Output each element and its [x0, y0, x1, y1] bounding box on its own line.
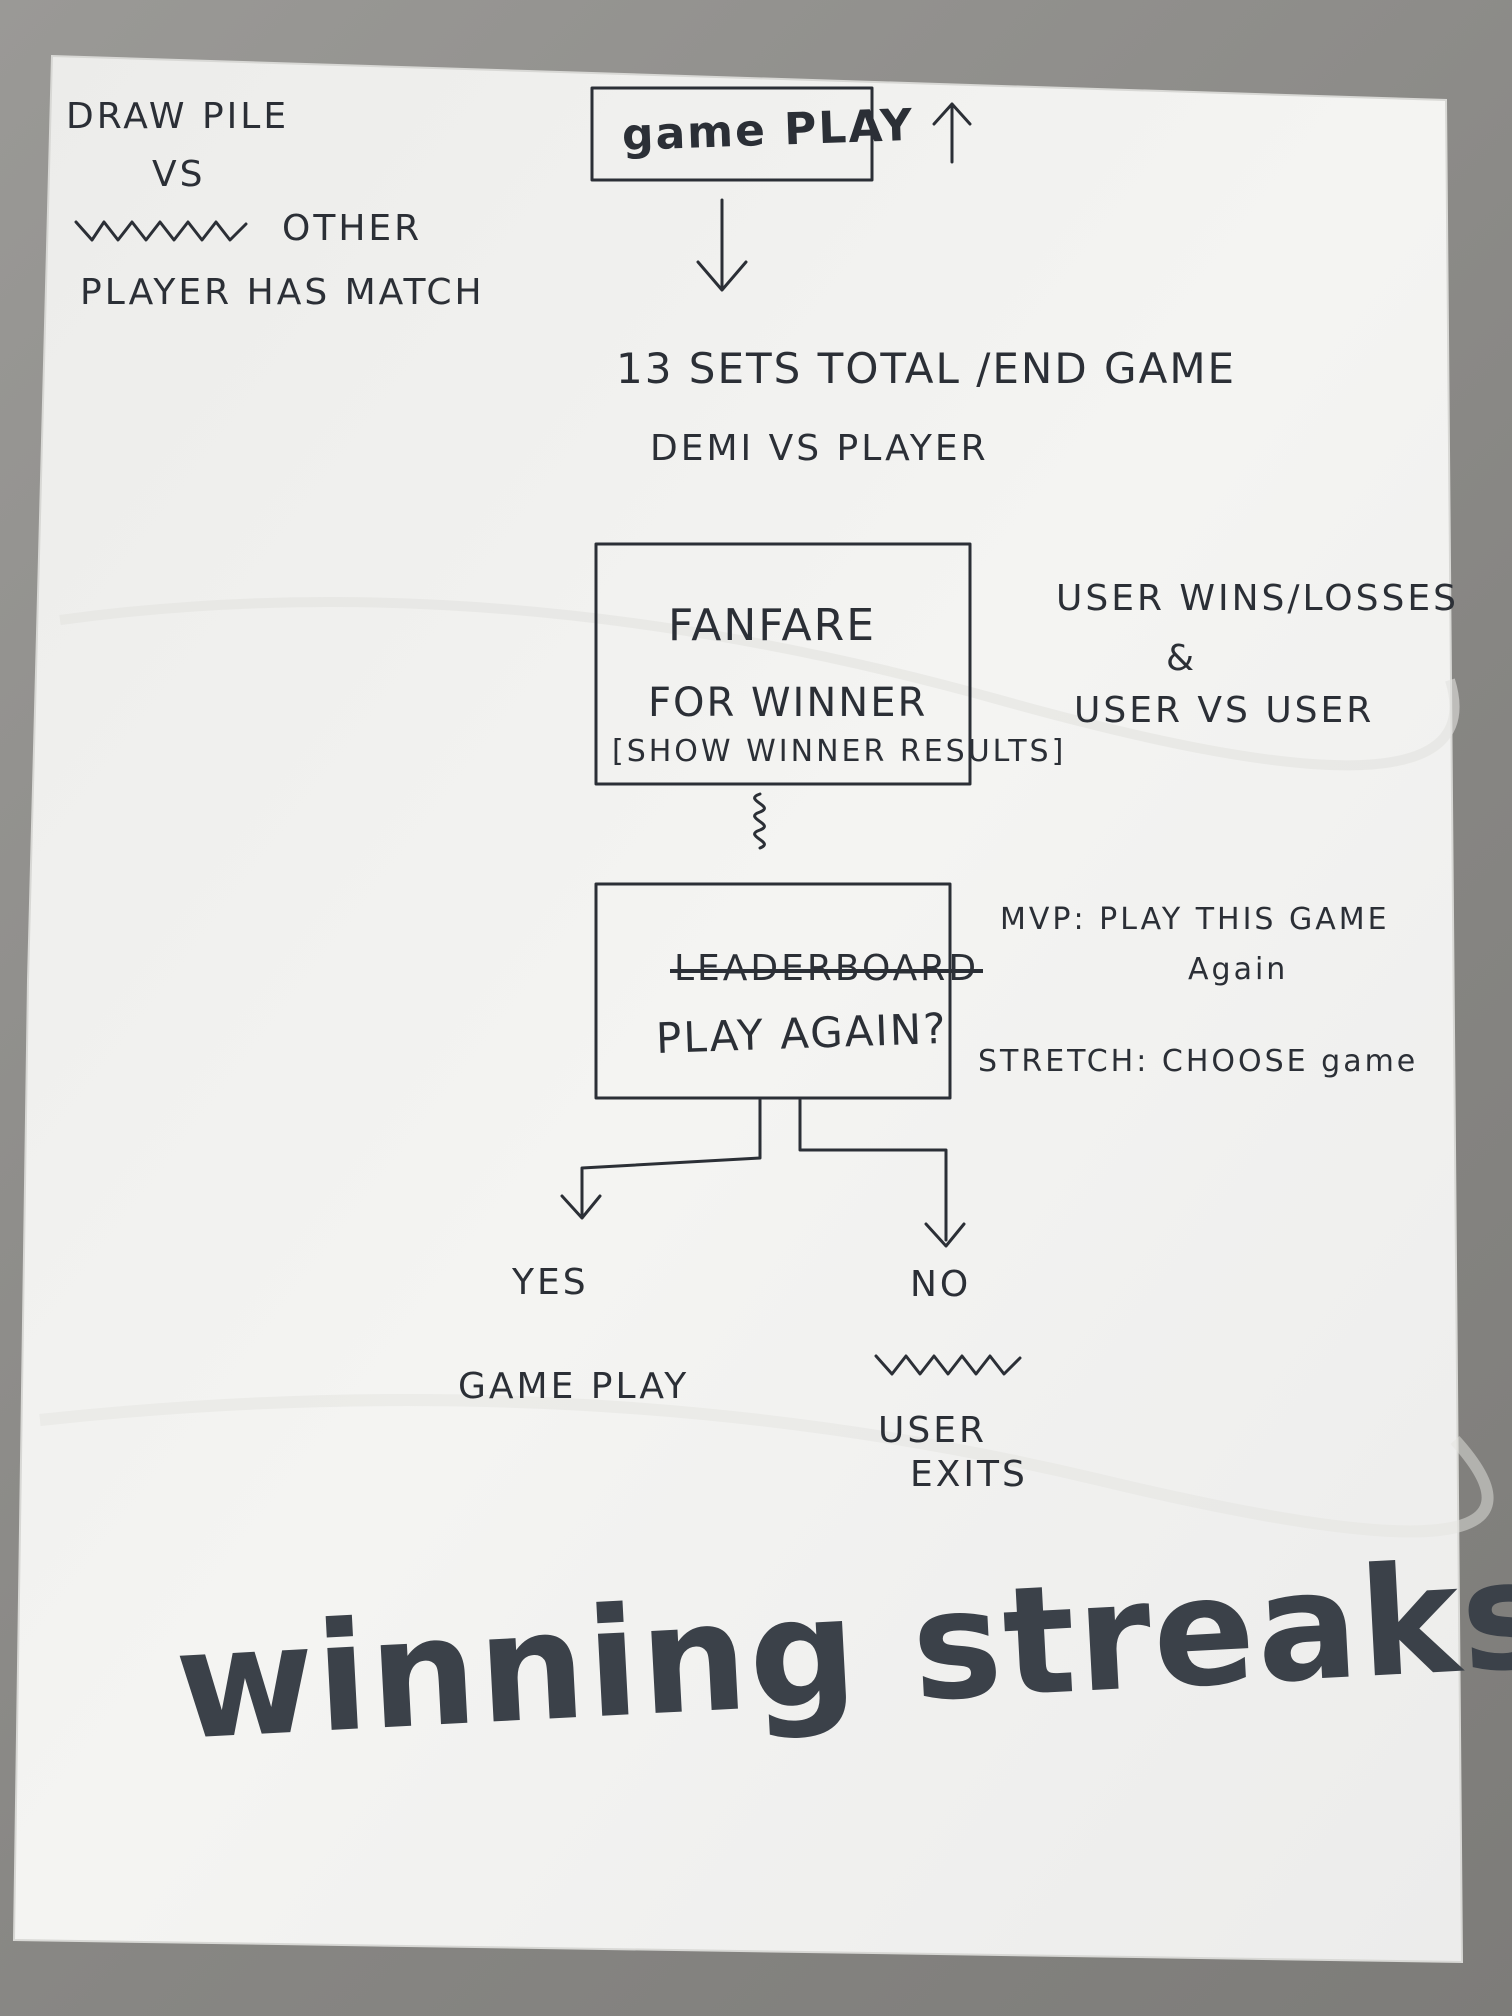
game-play-label: game PLAY	[621, 99, 915, 161]
play-again-text: PLAY AGAIN?	[655, 1003, 949, 1063]
no-label: NO	[910, 1264, 972, 1305]
exits-text: EXITS	[910, 1454, 1028, 1495]
user-text: USER	[878, 1410, 987, 1451]
demi-vs-player-text: DEMI VS PLAYER	[650, 428, 989, 469]
user-vs-user-text: USER VS USER	[1074, 690, 1375, 731]
mvp-text: MVP: PLAY THIS GAME	[1000, 902, 1390, 937]
leaderboard-struck-label: LEADERBOARD	[674, 948, 980, 989]
mvp-again-text: Again	[1188, 952, 1289, 987]
ampersand-text: &	[1166, 638, 1198, 679]
leaderboard-struck-text: LEADERBOARD	[670, 948, 984, 989]
branch-no	[798, 1098, 966, 1248]
yes-label: YES	[512, 1262, 589, 1303]
stretch-text: STRETCH: CHOOSE game	[978, 1044, 1419, 1079]
game-play-box	[590, 86, 874, 182]
wins-losses-text: USER WINS/LOSSES	[1056, 578, 1459, 619]
up-arrow	[932, 102, 972, 164]
fanfare-text: FANFARE	[668, 600, 877, 651]
note-other: OTHER	[282, 208, 423, 249]
connector-squiggle	[753, 792, 766, 850]
branch-yes	[560, 1098, 762, 1220]
sets-total-text: 13 SETS TOTAL /END GAME	[616, 344, 1237, 393]
yes-game-play-text: GAME PLAY	[458, 1366, 690, 1407]
note-player-has-match: PLAYER HAS MATCH	[80, 272, 485, 313]
note-draw-pile: DRAW PILE	[66, 96, 290, 137]
scribble-mark	[74, 220, 248, 242]
for-winner-text: FOR WINNER	[648, 680, 928, 726]
play-again-box	[594, 882, 952, 1100]
no-scribble	[874, 1354, 1022, 1376]
down-arrow-1	[696, 198, 748, 292]
fanfare-box	[594, 542, 972, 786]
show-winner-results-text: [SHOW WINNER RESULTS]	[612, 734, 1067, 769]
strike-line	[670, 969, 984, 974]
note-vs: VS	[152, 154, 206, 195]
